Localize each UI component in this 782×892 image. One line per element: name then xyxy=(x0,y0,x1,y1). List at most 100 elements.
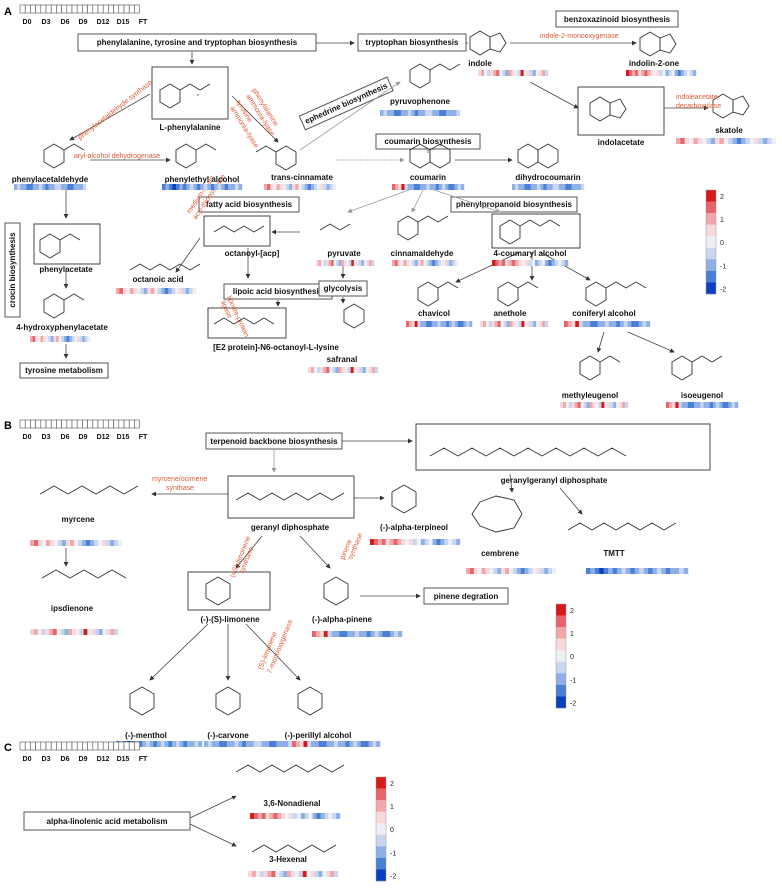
heatmap-cell xyxy=(741,138,746,144)
heatmap-cell xyxy=(466,568,471,574)
heatmap-cell xyxy=(133,288,138,294)
heatmap-cell xyxy=(469,568,475,574)
compound-methyleugenol: methyleugenol xyxy=(560,391,629,408)
heatmap-cell xyxy=(601,321,606,327)
heatmap-cell xyxy=(638,321,643,327)
heatmap-cell xyxy=(453,110,457,116)
heatmap-cell xyxy=(301,184,305,190)
compound-myrcene: myrcene xyxy=(30,515,123,546)
heatmap-cell xyxy=(157,741,162,747)
heatmap-cell xyxy=(620,321,625,327)
heatmap-cell xyxy=(642,321,647,327)
heatmap-cell xyxy=(613,402,617,408)
heatmap-cell xyxy=(74,336,78,342)
heatmap-cell xyxy=(341,741,346,747)
heatmap-cell xyxy=(612,568,618,574)
heatmap-cell xyxy=(577,402,581,408)
heatmap-cell xyxy=(276,741,281,747)
heatmap-cell xyxy=(607,402,611,408)
heatmap-cell xyxy=(558,184,563,190)
heatmap-cell xyxy=(562,402,567,408)
heatmap-cell xyxy=(477,568,482,574)
heatmap-cell xyxy=(168,288,172,294)
heatmap-cell xyxy=(520,568,525,574)
heatmap-cell xyxy=(267,184,271,190)
heatmap-cell xyxy=(435,110,440,116)
heatmap-cell xyxy=(647,70,651,76)
heatmap-cell xyxy=(540,568,545,574)
heatmap-cell xyxy=(431,321,435,327)
timeline-cell xyxy=(40,419,47,429)
timeline-cell xyxy=(102,419,109,429)
heatmap-cell xyxy=(75,629,80,635)
svg-text:indole-2-monooxygenase: indole-2-monooxygenase xyxy=(540,33,619,40)
heatmap-cell xyxy=(314,871,319,877)
scale-cell xyxy=(706,282,716,295)
heatmap-cell xyxy=(639,568,644,574)
heatmap-cell xyxy=(684,402,689,408)
heatmap-cell xyxy=(310,871,315,877)
heatmap-cell xyxy=(457,184,462,190)
heatmap-cell xyxy=(393,539,398,545)
timeline-cell xyxy=(87,419,94,429)
heatmap-cell xyxy=(326,184,330,190)
heatmap-cell xyxy=(385,539,390,545)
compound-pinene: (-)-alpha-pinene xyxy=(312,615,403,637)
heatmap-cell xyxy=(530,184,535,190)
heatmap-cell xyxy=(67,184,71,190)
heatmap-cell xyxy=(680,138,685,144)
heatmap-cell xyxy=(512,184,516,190)
svg-text:myrcene/ocimene: myrcene/ocimene xyxy=(152,476,207,483)
heatmap-cell xyxy=(571,402,575,408)
heatmap-cell xyxy=(289,813,294,819)
heatmap-cell xyxy=(307,184,312,190)
svg-text:coumarin biosynthesis: coumarin biosynthesis xyxy=(384,137,472,146)
heatmap-cell xyxy=(322,741,327,747)
heatmap-cell xyxy=(552,184,557,190)
panel-label-a: A xyxy=(4,6,12,18)
heatmap-cell xyxy=(192,288,197,294)
compound-label: indolin-2-one xyxy=(629,59,680,68)
heatmap-cell xyxy=(265,741,270,747)
heatmap-cell xyxy=(725,402,729,408)
heatmap-cell xyxy=(643,568,649,574)
heatmap-cell xyxy=(646,321,651,327)
heatmap-cell xyxy=(439,110,443,116)
heatmap-cell xyxy=(346,260,349,266)
heatmap-cell xyxy=(326,871,331,877)
heatmap-cell xyxy=(70,184,74,190)
heatmap-cell xyxy=(432,539,437,545)
timeline-label: D3 xyxy=(42,756,51,763)
heatmap-cell xyxy=(541,260,546,266)
scale-cell xyxy=(706,247,716,260)
scale-cell xyxy=(556,627,566,639)
svg-text:pinene degration: pinene degration xyxy=(434,592,499,601)
heatmap-cell xyxy=(332,367,336,373)
compound-label: chavicol xyxy=(418,309,450,318)
heatmap-cell xyxy=(64,184,68,190)
heatmap-cell xyxy=(601,402,605,408)
heatmap-cell xyxy=(74,540,79,546)
heatmap-cell xyxy=(122,288,127,294)
heatmap-cell xyxy=(26,184,30,190)
arrows-c xyxy=(189,795,237,847)
heatmap-cell xyxy=(564,260,569,266)
heatmap-cell xyxy=(490,70,494,76)
compound-pyruvate: pyruvate xyxy=(316,249,375,266)
heatmap-cell xyxy=(656,568,662,574)
heatmap-cell xyxy=(255,871,260,877)
heatmap-cell xyxy=(632,70,636,76)
heatmap-cell xyxy=(552,568,557,574)
timeline-cell xyxy=(19,4,26,14)
heatmap-cell xyxy=(426,321,430,327)
heatmap-cell xyxy=(282,184,287,190)
compound-label: indolacetate xyxy=(598,138,645,147)
timeline-cell xyxy=(134,741,140,751)
heatmap-cell xyxy=(449,321,453,327)
heatmap-cell xyxy=(76,184,80,190)
compound-label: [E2 protein]-N6-octanoyl-L-lysine xyxy=(213,343,339,352)
heatmap-cell xyxy=(546,184,550,190)
heatmap-cell xyxy=(691,402,695,408)
heatmap-cell xyxy=(37,629,42,635)
